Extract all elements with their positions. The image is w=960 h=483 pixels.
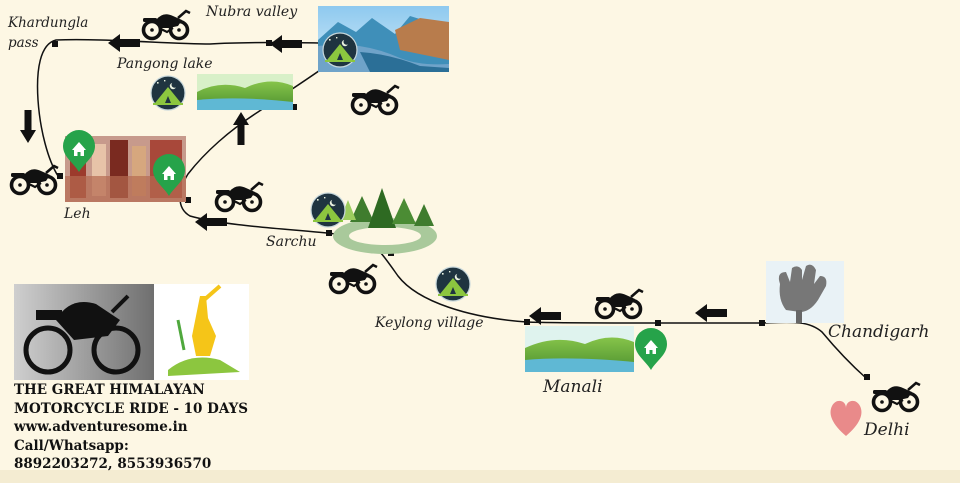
- place-label-chandigarh: Chandigarh: [828, 322, 930, 342]
- website-link[interactable]: www.adventuresome.in: [14, 419, 188, 436]
- phone-numbers: 8892203272, 8553936570: [14, 456, 212, 473]
- motorcycle-icon: [350, 84, 401, 116]
- motorcycle-icon: [214, 181, 265, 213]
- place-label-manali: Manali: [543, 377, 603, 397]
- place-label-leh: Leh: [64, 206, 91, 222]
- tour-title-line-1: THE GREAT HIMALAYAN: [14, 382, 205, 398]
- contact-label: Call/Whatsapp:: [14, 437, 129, 454]
- tour-title-line-2: MOTORCYCLE RIDE - 10 DAYS: [14, 400, 249, 417]
- home-pin-icon: [635, 328, 667, 370]
- motorcycle-icon: [9, 164, 60, 196]
- camp-tent-icon: [310, 192, 346, 228]
- camp-tent-icon: [322, 32, 358, 68]
- direction-arrow-icon: [108, 34, 140, 52]
- place-label-khardungla: Khardungla pass: [8, 15, 89, 51]
- motorcycle-icon: [871, 381, 922, 413]
- direction-arrow-icon: [695, 304, 727, 322]
- pangong-lake-photo: [197, 74, 293, 110]
- motorcycle-icon: [141, 9, 192, 41]
- motorcycle-icon: [328, 263, 379, 295]
- place-label-delhi: Delhi: [864, 420, 910, 440]
- bottom-strip: [0, 470, 960, 483]
- heart-icon: [830, 400, 862, 436]
- camp-tent-icon: [150, 75, 186, 111]
- motorcycle-icon: [594, 288, 645, 320]
- place-label-nubra: Nubra valley: [206, 4, 298, 20]
- logo-image: [14, 284, 249, 380]
- direction-arrow-icon: [270, 35, 302, 53]
- chandigarh-open-hand-photo: [766, 261, 844, 323]
- direction-arrow-icon: [20, 110, 36, 143]
- manali-photo: [525, 326, 634, 372]
- direction-arrow-icon: [195, 213, 227, 231]
- camp-tent-icon: [435, 266, 471, 302]
- place-label-keylong: Keylong village: [375, 315, 484, 331]
- place-label-sarchu: Sarchu: [266, 234, 317, 250]
- tour-info-block: THE GREAT HIMALAYAN MOTORCYCLE RIDE - 10…: [14, 381, 248, 474]
- place-label-pangong: Pangong lake: [117, 56, 213, 72]
- sarchu-camp-illustration: [333, 188, 437, 254]
